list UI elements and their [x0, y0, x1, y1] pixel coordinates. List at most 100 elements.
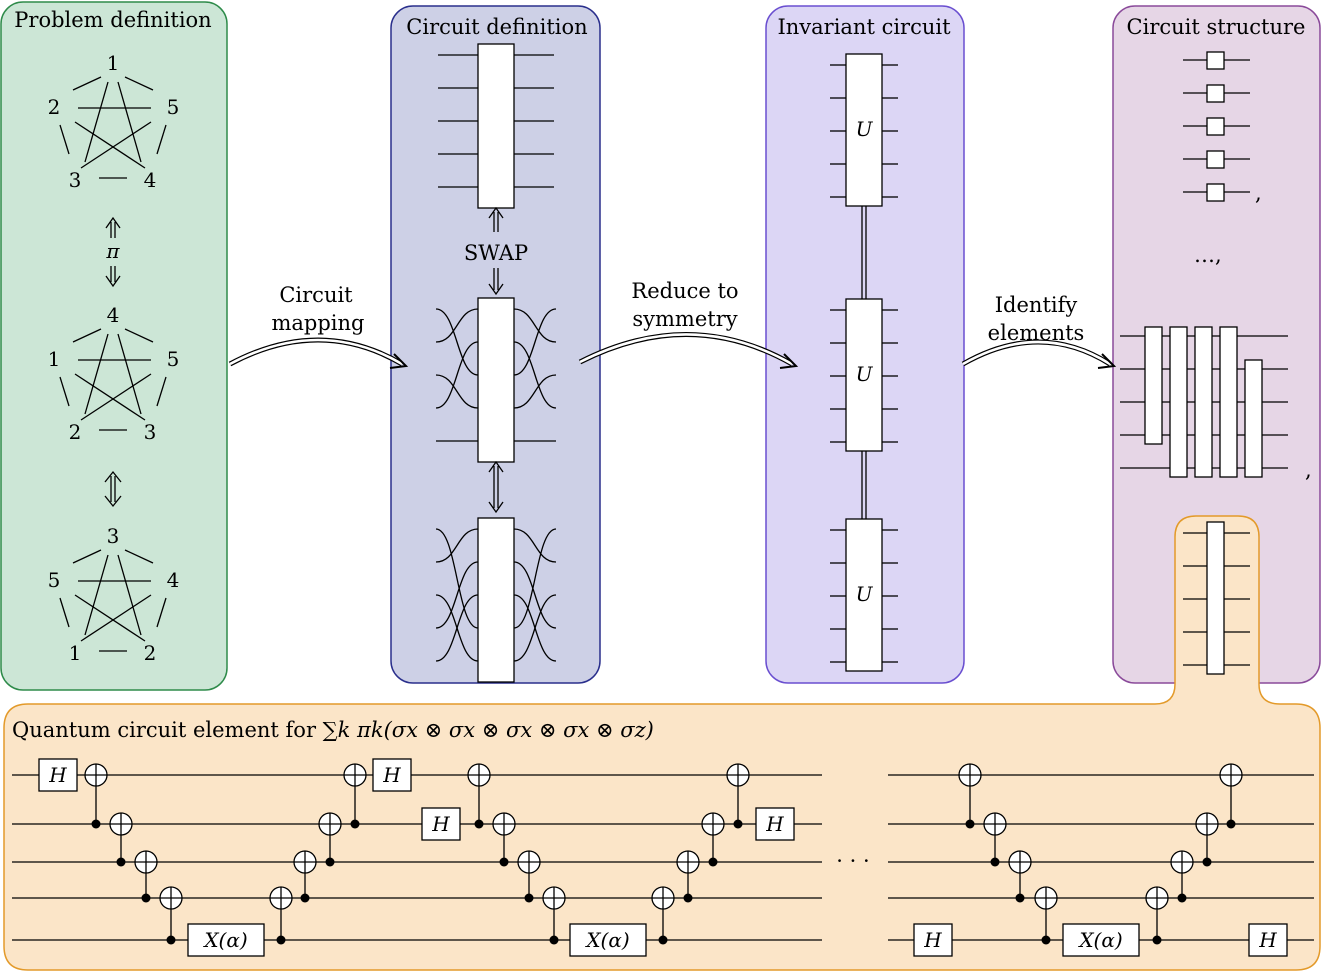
- graph-edge: [156, 124, 167, 155]
- structure-comma-2: ,: [1305, 458, 1312, 482]
- graph-node-label: 1: [69, 641, 82, 665]
- rotation-gate: [187, 923, 265, 957]
- hadamard-gate: [38, 758, 78, 792]
- rotation-gate: [569, 923, 647, 957]
- hadamard-gate: [1248, 923, 1288, 957]
- hadamard-label: H: [431, 812, 450, 836]
- swap-wire: [435, 561, 479, 629]
- control-dot: [166, 935, 176, 945]
- graph-node-label: 4: [167, 568, 180, 592]
- control-dot: [1202, 857, 1212, 867]
- swap-wire: [513, 308, 557, 376]
- multi-qubit-gate: [1144, 326, 1163, 445]
- single-qubit-gate: [1206, 84, 1225, 103]
- control-dot: [1015, 893, 1025, 903]
- pi-label: π: [105, 239, 120, 263]
- unitary-label: U: [856, 582, 874, 606]
- swap-wire: [513, 528, 557, 563]
- swap-wire: [513, 308, 557, 343]
- graph-edge: [59, 597, 70, 628]
- graph-node-label: 1: [107, 51, 120, 75]
- graph-node-label: 5: [48, 568, 61, 592]
- swap-wire: [513, 341, 557, 409]
- flow-arrow-mapping: Circuit mapping: [228, 283, 409, 369]
- invariant-title: Invariant circuit: [777, 15, 951, 39]
- graph-edge: [84, 81, 109, 163]
- control-dot: [91, 819, 101, 829]
- swap-wire: [435, 374, 479, 409]
- structure-comma-1: ,: [1255, 181, 1262, 205]
- problem-title: Problem definition: [14, 8, 211, 32]
- hadamard-gate: [913, 923, 953, 957]
- flow-arrow-identify: Identify elements: [961, 293, 1117, 369]
- reduce-label-2: symmetry: [632, 307, 737, 331]
- graph-edge: [59, 376, 70, 407]
- flow-arrow-reduce: Reduce to symmetry: [578, 279, 799, 369]
- circuit-title: Circuit definition: [406, 15, 587, 39]
- identify-label-2: elements: [988, 321, 1085, 345]
- graph-edge: [84, 333, 109, 415]
- invariant-unitary-box: [845, 518, 883, 672]
- mapping-label-2: mapping: [271, 311, 364, 335]
- control-dot: [683, 893, 693, 903]
- circuit-block-swapped-2: [435, 517, 557, 683]
- structure-elements: [1120, 51, 1288, 675]
- graph-edge: [80, 594, 152, 642]
- graph-edge: [74, 373, 146, 421]
- equivalence-arrow: [104, 470, 122, 508]
- swap-wire: [435, 594, 479, 662]
- swap-wire: [513, 374, 557, 409]
- graph-node-label: 1: [48, 347, 61, 371]
- graph-edge: [124, 76, 154, 91]
- swap-arrow: SWAP: [464, 206, 528, 296]
- structure-ellipsis: …,: [1194, 243, 1222, 267]
- graph-edge: [80, 121, 152, 169]
- unitary-label: U: [856, 117, 874, 141]
- control-dot: [658, 935, 668, 945]
- selected-element-gate: [1206, 521, 1225, 675]
- unitary-label: U: [856, 362, 874, 386]
- equivalence-arrow-circuit: [488, 460, 504, 514]
- graph-edge: [74, 594, 146, 642]
- graph-node-label: 4: [107, 303, 120, 327]
- swap-wire: [435, 341, 479, 409]
- single-qubit-gate: [1206, 51, 1225, 70]
- control-dot: [499, 857, 509, 867]
- multi-qubit-gate: [1169, 326, 1188, 478]
- swap-wire: [435, 308, 479, 376]
- graph-edge: [84, 554, 109, 636]
- graph-edge: [59, 124, 70, 155]
- control-dot: [708, 857, 718, 867]
- control-dot: [524, 893, 534, 903]
- swap-wire: [435, 308, 479, 343]
- structure-title: Circuit structure: [1127, 15, 1306, 39]
- rotation-gate: [1062, 923, 1140, 957]
- control-dot: [733, 819, 743, 829]
- control-dot: [1041, 935, 1051, 945]
- single-qubit-gate: [1206, 183, 1225, 202]
- problem-panel: [0, 1, 228, 691]
- control-dot: [1177, 893, 1187, 903]
- control-dot: [474, 819, 484, 829]
- identify-label-1: Identify: [995, 293, 1078, 317]
- control-dot: [276, 935, 286, 945]
- graph-edge: [117, 333, 142, 415]
- swap-wire: [513, 561, 557, 629]
- graph-permuted-equivalent: 3 5 4 1 2: [48, 524, 180, 665]
- graph-node-label: 3: [107, 524, 120, 548]
- graph-node-label: 3: [144, 420, 157, 444]
- hadamard-label: H: [1258, 928, 1277, 952]
- reduce-label-1: Reduce to: [631, 279, 738, 303]
- invariant-unitary-box: [845, 53, 883, 207]
- hadamard-gate: [755, 807, 795, 841]
- graph-node-label: 2: [144, 641, 157, 665]
- control-dot: [141, 893, 151, 903]
- control-dot: [965, 819, 975, 829]
- graph-edge: [80, 373, 152, 421]
- graph-node-label: 4: [144, 168, 157, 192]
- element-title-prefix: Quantum circuit element for: [12, 718, 323, 742]
